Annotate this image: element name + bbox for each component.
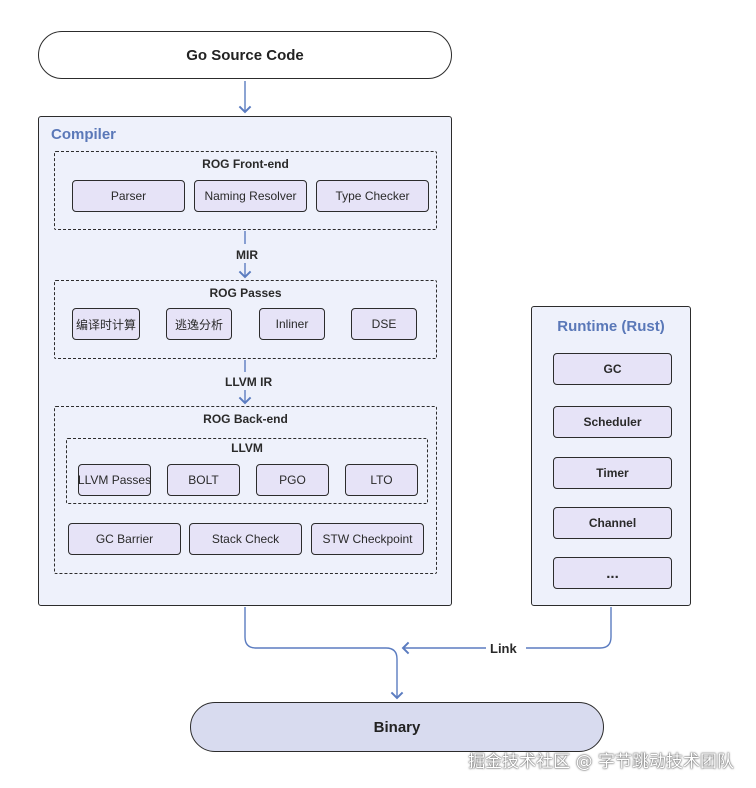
escape-analysis-label: 逃逸分析 [174,317,223,332]
runtime-scheduler-label: Scheduler [583,415,642,429]
runtime-to-link-path [526,607,612,649]
link-label: Link [490,641,517,656]
runtime-more-box: ... [553,557,672,589]
parser-box: Parser [72,180,185,212]
passes-group: ROG Passes [54,280,437,359]
passes-title: ROG Passes [209,286,282,300]
naming-resolver-label: Naming Resolver [204,189,297,203]
runtime-timer-box: Timer [553,457,672,489]
llvm-passes-label: LLVM Passes [77,473,152,487]
runtime-gc-label: GC [603,362,622,376]
stw-checkpoint-label: STW Checkpoint [322,532,413,546]
llvm-title: LLVM [231,441,263,455]
runtime-more-label: ... [606,564,619,582]
type-checker-label: Type Checker [335,189,410,203]
compile-time-eval-box: 编译时计算 [72,308,140,340]
inliner-label: Inliner [275,317,309,331]
llvm-passes-box: LLVM Passes [78,464,151,496]
runtime-timer-label: Timer [596,466,629,480]
go-source-label: Go Source Code [186,46,304,64]
bolt-label: BOLT [188,473,219,487]
runtime-scheduler-box: Scheduler [553,406,672,438]
backend-title: ROG Back-end [203,412,288,426]
runtime-gc-box: GC [553,353,672,385]
bolt-box: BOLT [167,464,240,496]
frontend-title: ROG Front-end [202,157,289,171]
lto-box: LTO [345,464,418,496]
lto-label: LTO [370,473,393,487]
pgo-box: PGO [256,464,329,496]
pgo-label: PGO [279,473,306,487]
watermark-text: 掘金技术社区 @ 字节跳动技术团队 [468,752,734,772]
naming-resolver-box: Naming Resolver [194,180,307,212]
type-checker-box: Type Checker [316,180,429,212]
binary-label: Binary [373,718,421,736]
gc-barrier-box: GC Barrier [68,523,181,555]
binary-node: Binary [190,702,604,752]
runtime-channel-box: Channel [553,507,672,539]
llvm-group: LLVM [66,438,428,504]
go-source-node: Go Source Code [38,31,452,79]
stack-check-label: Stack Check [211,532,280,546]
llvm-ir-label: LLVM IR [223,375,275,389]
runtime-channel-label: Channel [588,516,637,530]
frontend-group: ROG Front-end [54,151,437,230]
parser-label: Parser [110,189,147,203]
inliner-box: Inliner [259,308,325,340]
gc-barrier-label: GC Barrier [95,532,154,546]
dse-box: DSE [351,308,417,340]
stack-check-box: Stack Check [189,523,302,555]
stw-checkpoint-box: STW Checkpoint [311,523,424,555]
dse-label: DSE [371,317,397,331]
compiler-title: Compiler [51,126,117,143]
escape-analysis-box: 逃逸分析 [166,308,232,340]
compiler-to-binary-path [244,607,404,700]
backend-group: ROG Back-end [54,406,437,574]
compile-time-eval-label: 编译时计算 [75,317,136,332]
mir-label: MIR [234,248,260,262]
runtime-title: Runtime (Rust) [557,318,665,335]
